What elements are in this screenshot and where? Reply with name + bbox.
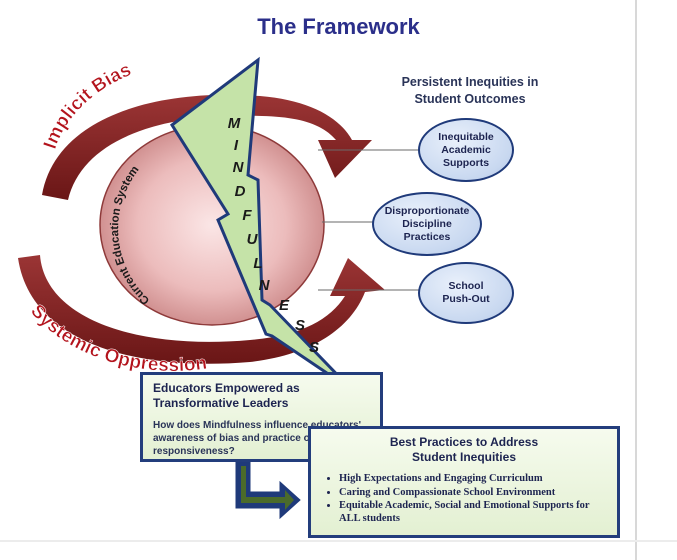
practice-item: Caring and Compassionate School Environm… [339, 487, 607, 500]
oval-3-line1: School [448, 280, 484, 292]
mindfulness-letter: E [279, 297, 290, 314]
oval-1-line2: Academic [441, 143, 491, 156]
mindfulness-letter: N [259, 277, 271, 294]
page-title: The Framework [257, 14, 420, 39]
oval-2-line3: Practices [403, 230, 451, 243]
practices-heading-line2: Student Inequities [411, 450, 516, 464]
mindfulness-letter: S [309, 339, 319, 356]
mindfulness-letter: M [228, 115, 241, 132]
practices-heading-line1: Best Practices to Address [389, 435, 539, 449]
inequitable-supports-oval: Inequitable Academic Supports [418, 118, 514, 182]
bottom-divider [0, 540, 677, 542]
mindfulness-bolt [169, 56, 354, 392]
mindfulness-letter: F [242, 207, 252, 224]
inequities-heading-line2: Student Outcomes [414, 92, 526, 106]
inequities-heading: Persistent Inequities in Student Outcome… [370, 74, 570, 108]
school-pushout-oval: School Push-Out [418, 262, 514, 324]
educators-heading-line1: Educators Empowered as [153, 381, 300, 395]
oval-3-line2: Push-Out [442, 293, 490, 305]
down-right-arrow-inner [241, 466, 294, 510]
oval-1-line3: Supports [442, 156, 490, 169]
upper-curved-arrow [42, 94, 372, 200]
mindfulness-letter: U [247, 231, 259, 248]
inequities-heading-line1: Persistent Inequities in [401, 75, 539, 89]
disproportionate-discipline-oval: Disproportionate Discipline Practices [372, 192, 482, 256]
mindfulness-letter: D [235, 183, 246, 200]
down-right-arrow [235, 461, 301, 520]
educators-empowered-box: Educators Empowered as Transformative Le… [140, 372, 383, 462]
mindfulness-letter: I [234, 137, 239, 154]
practices-list: High Expectations and Engaging Curriculu… [321, 473, 607, 525]
educators-question: How does Mindfulness influence educators… [153, 420, 361, 457]
mindfulness-letter: L [253, 255, 262, 272]
practice-item: High Expectations and Engaging Curriculu… [339, 473, 607, 486]
oval-2-line2: Discipline [402, 217, 452, 230]
best-practices-box: Best Practices to Address Student Inequi… [308, 426, 620, 538]
practice-item: Equitable Academic, Social and Emotional… [339, 500, 607, 525]
oval-1-line1: Inequitable [438, 130, 494, 143]
educators-heading-line2: Transformative Leaders [153, 396, 289, 410]
mindfulness-letter: N [233, 159, 245, 176]
oval-2-line1: Disproportionate [384, 204, 470, 217]
mindfulness-letter: S [295, 317, 305, 334]
frame-divider [635, 0, 637, 560]
